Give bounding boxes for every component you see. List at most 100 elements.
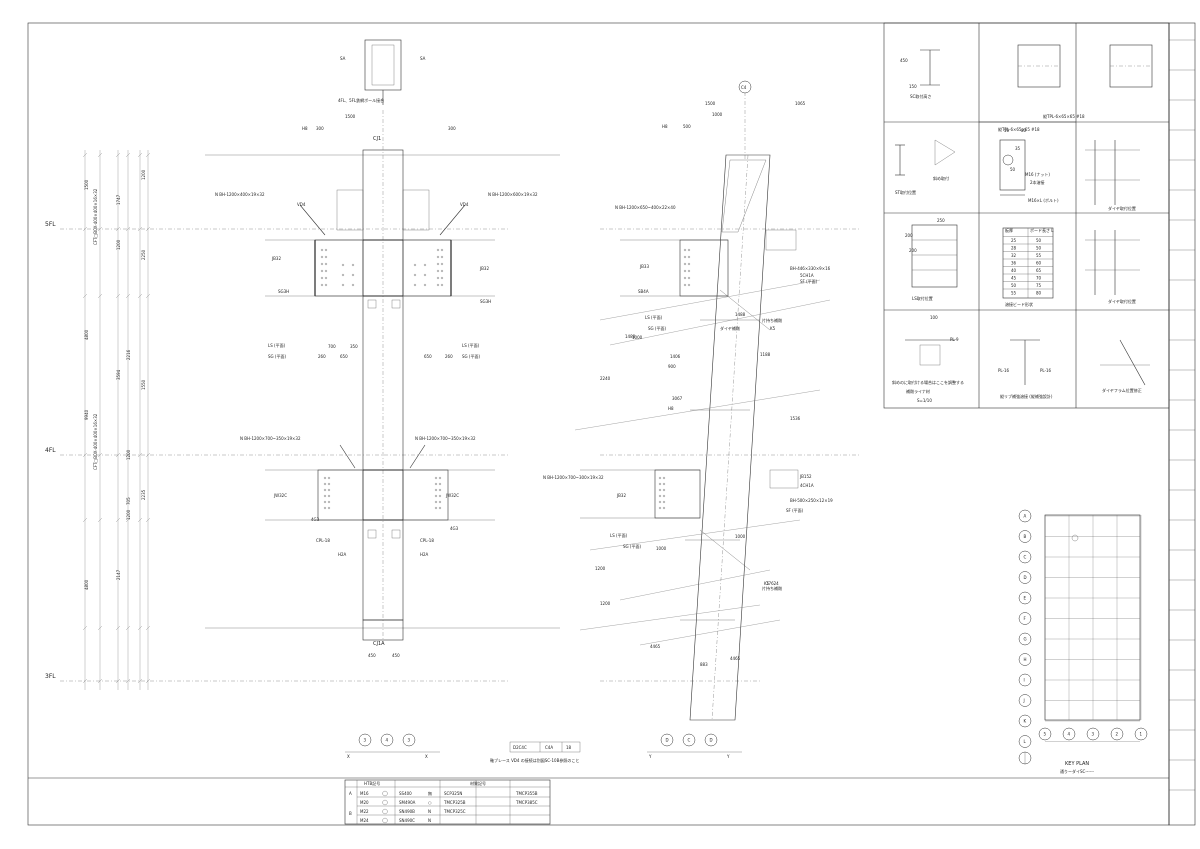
section-axis-label: Y: [648, 754, 652, 759]
beam-right-label: N BH-1200×600×19×32: [488, 192, 538, 197]
keyplan-row-bubble: [1018, 509, 1032, 523]
dim-tick: [82, 152, 88, 158]
right-dim-value: 1000: [656, 546, 667, 551]
left-dim-value: 4800: [84, 329, 89, 340]
right-dim-value: 2240: [600, 376, 611, 381]
dim-350: 350: [350, 344, 358, 349]
bolt-hole: [438, 482, 442, 486]
bolt-hole: [320, 248, 324, 252]
dim-700: 700: [328, 344, 336, 349]
legend-symbol: [382, 790, 388, 797]
legend-symbol: [382, 817, 388, 824]
dim-tick: [125, 226, 131, 232]
keyplan-row-label: K: [1024, 719, 1027, 724]
beam-mid-label-left: N BH-1200×700~350×19×32: [240, 436, 301, 441]
dim-tick: [145, 293, 151, 299]
keyplan-row-label: H: [1024, 657, 1027, 662]
dim-650a: 650: [340, 354, 348, 359]
level-labels: 5FL 4FL 3FL: [45, 221, 56, 680]
bolt-hole: [658, 482, 662, 486]
bolt-hole: [423, 273, 427, 277]
bolt-hole: [436, 255, 440, 259]
level-bottom: 3FL: [45, 673, 56, 680]
legend-code: M20: [360, 800, 369, 805]
right-dimensions: 14881000140690011883067H8224015361000148…: [595, 312, 801, 667]
table-length: 75: [1036, 283, 1042, 288]
bolt-hole: [423, 263, 427, 267]
bolt-hole: [434, 494, 438, 498]
dim-tick: [145, 226, 151, 232]
dim-tick: [82, 625, 88, 631]
table-thickness: 40: [1011, 268, 1017, 273]
r-dim-1500: 1500: [705, 101, 716, 106]
legend-table: [344, 779, 551, 825]
dim-tick: [82, 293, 88, 299]
beam-mid-label-right: N BH-1200×700~350×19×32: [415, 436, 476, 441]
r-k5: K5: [770, 326, 776, 331]
left-dim-value: 1550: [141, 379, 146, 390]
table-thickness: 45: [1011, 276, 1017, 281]
keyplan-row-bubble: [1018, 612, 1032, 625]
left-dim-value: 3594: [116, 369, 121, 380]
bolt-hole: [687, 255, 691, 259]
bolt-hole: [438, 500, 442, 504]
section-bubble: [358, 733, 372, 747]
left-dim-value: 1747: [116, 194, 121, 205]
keyplan-col-bubble: [1086, 727, 1100, 741]
table-length: 50: [1036, 246, 1042, 251]
bolt-hole: [434, 500, 438, 504]
note-text: 軸ブレース VD4 の接続は別図SC-10B参照のこと: [490, 757, 579, 763]
bolt-hole: [423, 283, 427, 287]
bolt-hole: [687, 276, 691, 280]
bolt-hole: [341, 283, 345, 287]
g-right: 4G3: [450, 526, 459, 531]
revision-frame: [1168, 22, 1196, 826]
section-axis-label: X: [425, 754, 428, 759]
left-dim-value: 2147: [116, 569, 121, 580]
d10-scale: S=1/10: [917, 398, 932, 403]
sg-plan-right: SG (平面): [462, 354, 480, 359]
dim-tick: [137, 293, 143, 299]
section-bubble-label: D: [666, 738, 669, 743]
note-cell-3: 18: [566, 745, 572, 750]
dim-tick: [125, 152, 131, 158]
joint-left-top: JB32: [271, 256, 281, 261]
legend-extra-2: TMCP385C: [515, 800, 538, 805]
h-left: H2A: [338, 552, 347, 557]
right-dim-value: 1000: [735, 534, 746, 539]
d8-caption: 縦リブ補強溶接 (縦補強設計): [1000, 393, 1053, 399]
dim-tick: [125, 678, 131, 684]
bolt-hole: [438, 476, 442, 480]
r-sch-mid: 4CH1A: [800, 483, 814, 488]
dim-tick: [115, 678, 121, 684]
r-dim-500: 500: [683, 124, 691, 129]
detail-dim-value: 50: [1004, 128, 1010, 133]
anchor-label: M16 (ナット): [1025, 171, 1050, 177]
table-thickness: 32: [1011, 253, 1017, 258]
bolt-hole: [687, 283, 691, 287]
anchor-sub: 2本溶接: [1030, 179, 1045, 185]
dim-tick: [97, 625, 103, 631]
bolt-hole: [341, 263, 345, 267]
bolt-hole: [438, 488, 442, 492]
bolt-hole: [683, 269, 687, 273]
bolt-hole: [327, 488, 331, 492]
r-joint-small: JB152: [799, 474, 812, 479]
left-elevation: [60, 39, 560, 690]
r-dim-1065: 1065: [795, 101, 806, 106]
column-top-label: CJ1: [373, 136, 381, 142]
dim-bottom-450b: 450: [392, 653, 400, 658]
r-note-cantilever-low: 片持ち補剛: [762, 585, 782, 591]
bolt-hole: [434, 476, 438, 480]
col-box-lower-label: CFT□BOX-400×400×16×32: [93, 413, 98, 470]
right-dim-value: 1406: [670, 354, 681, 359]
bolt-hole: [320, 276, 324, 280]
keyplan-row-bubble: [1018, 591, 1032, 605]
right-dim-value: 4465: [730, 656, 741, 661]
right-dim-value: 4465: [650, 644, 661, 649]
d2-caption: ST取付位置: [895, 189, 916, 195]
keyplan-row-label: F: [1024, 616, 1027, 621]
d7-caption: ダイヤ取付位置: [1108, 298, 1136, 304]
